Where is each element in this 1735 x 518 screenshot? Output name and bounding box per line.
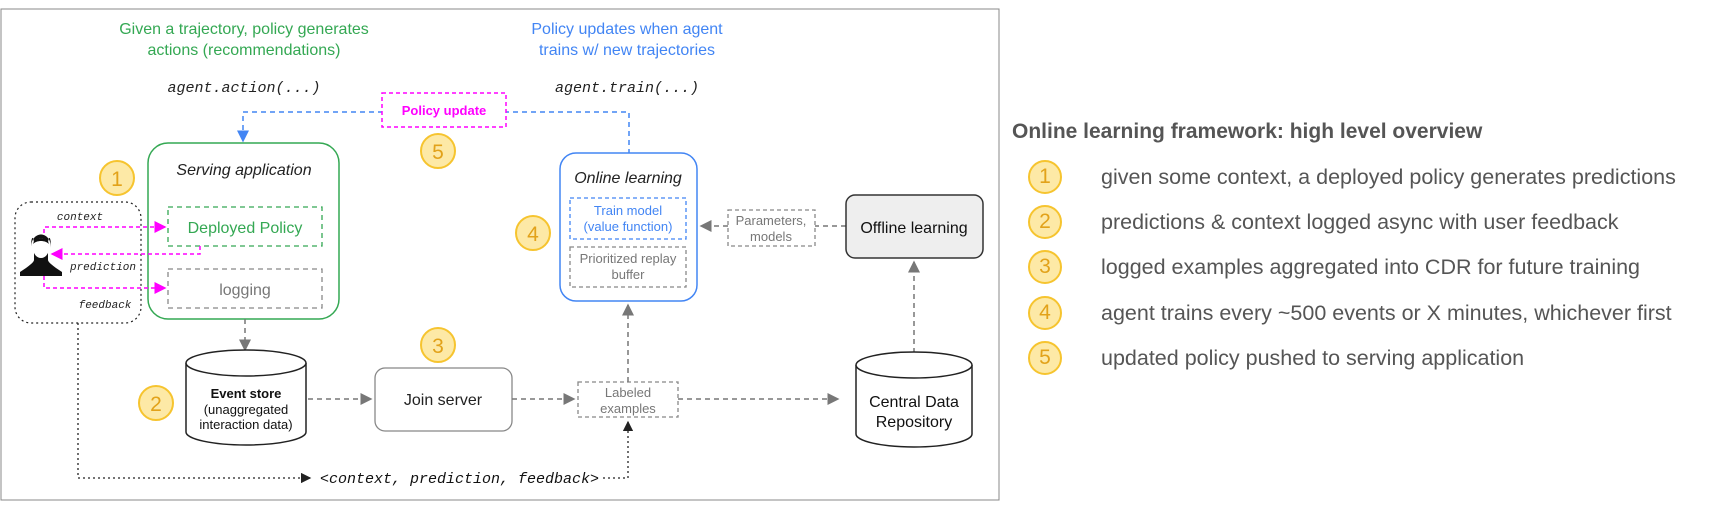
train-model-line2: (value function) xyxy=(584,219,673,234)
central-data-line2: Repository xyxy=(876,414,952,431)
svg-text:5: 5 xyxy=(432,141,444,164)
badge-4: 4 xyxy=(515,215,551,251)
badge-5: 5 xyxy=(420,133,456,169)
event-store-title: Event store xyxy=(211,386,282,401)
event-store-sub-line1: (unaggregated xyxy=(204,402,289,417)
labeled-examples-line2: examples xyxy=(600,401,656,416)
deployed-policy-label: Deployed Policy xyxy=(188,220,303,237)
replay-buffer-line2: buffer xyxy=(611,267,645,282)
central-data-line1: Central Data xyxy=(869,394,959,411)
event-store-cylinder xyxy=(185,349,307,446)
user-icon xyxy=(20,234,62,276)
feedback-tuple-path xyxy=(77,323,312,484)
top-right-caption-line1: Policy updates when agent xyxy=(531,21,723,38)
user-prediction-label: prediction xyxy=(69,262,136,274)
prediction-arrow xyxy=(50,246,201,260)
offline-learning-box xyxy=(845,194,984,259)
legend-text-3: logged examples aggregated into CDR for … xyxy=(1101,255,1641,279)
legend-badge-5: 5 xyxy=(1028,341,1062,375)
central-data-repository-cylinder xyxy=(855,351,973,448)
parameters-box xyxy=(727,209,816,247)
logging-label: logging xyxy=(219,282,271,299)
replay-buffer-box xyxy=(569,246,687,288)
labeled-examples-line1: Labeled xyxy=(605,385,651,400)
user-box xyxy=(14,201,142,324)
legend-text-1: given some context, a deployed policy ge… xyxy=(1101,165,1676,189)
tuple-to-labeled-arrow xyxy=(603,420,634,479)
user-context-label: context xyxy=(57,212,103,224)
badge-3: 3 xyxy=(420,327,456,363)
parameters-line2: models xyxy=(750,229,792,244)
legend-text-5: updated policy pushed to serving applica… xyxy=(1101,346,1525,370)
train-model-box xyxy=(569,197,687,240)
tuple-label: <context, prediction, feedback> xyxy=(320,471,599,488)
legend-item-5: 5 updated policy pushed to serving appli… xyxy=(1028,341,1728,377)
feedback-arrow xyxy=(43,276,167,294)
legend-text-4: agent trains every ~500 events or X minu… xyxy=(1101,301,1672,325)
top-right-caption-line2: trains w/ new trajectories xyxy=(539,42,715,59)
top-left-caption-line2: actions (recommendations) xyxy=(148,42,341,59)
legend-item-3: 3 logged examples aggregated into CDR fo… xyxy=(1028,250,1728,286)
join-server-label: Join server xyxy=(404,392,483,409)
legend-badge-1: 1 xyxy=(1028,160,1062,194)
legend-badge-4: 4 xyxy=(1028,296,1062,330)
agent-train-code: agent.train(...) xyxy=(555,80,699,97)
logging-box xyxy=(167,268,323,309)
legend-item-4: 4 agent trains every ~500 events or X mi… xyxy=(1028,296,1728,332)
context-arrow xyxy=(43,221,167,233)
event-store-sub-line2: interaction data) xyxy=(199,417,292,432)
top-left-caption-line1: Given a trajectory, policy generates xyxy=(119,21,369,38)
serving-application-title: Serving application xyxy=(176,162,311,179)
svg-text:2: 2 xyxy=(150,393,162,416)
parameters-line1: Parameters, xyxy=(736,213,807,228)
legend-badge-2: 2 xyxy=(1028,205,1062,239)
badge-1: 1 xyxy=(99,160,135,196)
policy-update-label: Policy update xyxy=(402,103,487,118)
policy-update-box xyxy=(381,92,507,128)
legend-item-2: 2 predictions & context logged async wit… xyxy=(1028,205,1728,241)
agent-action-code: agent.action(...) xyxy=(167,80,320,97)
svg-text:3: 3 xyxy=(432,335,444,358)
svg-text:4: 4 xyxy=(527,223,539,246)
legend-item-1: 1 given some context, a deployed policy … xyxy=(1028,160,1728,196)
user-feedback-label: feedback xyxy=(79,300,132,312)
replay-buffer-line1: Prioritized replay xyxy=(580,251,677,266)
legend-badge-3: 3 xyxy=(1028,250,1062,284)
online-learning-title: Online learning xyxy=(574,170,682,187)
badge-2: 2 xyxy=(138,385,174,421)
svg-text:1: 1 xyxy=(111,168,123,191)
legend-title: Online learning framework: high level ov… xyxy=(1012,120,1483,143)
deployed-policy-box xyxy=(167,206,323,247)
legend-text-2: predictions & context logged async with … xyxy=(1101,210,1619,234)
offline-learning-label: Offline learning xyxy=(860,220,967,237)
train-model-line1: Train model xyxy=(594,203,662,218)
